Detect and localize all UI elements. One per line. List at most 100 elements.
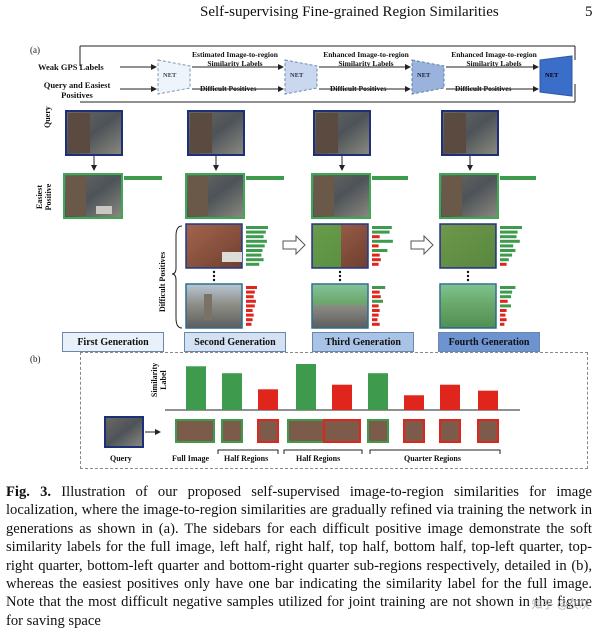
soft-label-bar [246,286,257,289]
easiest-positive-photos [63,173,499,219]
soft-label-bar [246,244,265,248]
soft-label-bar [246,230,266,234]
net-3-label: NET [417,72,431,79]
soft-label-bar [246,322,252,326]
soft-label-bar [372,318,378,322]
soft-label-bar [246,318,253,322]
generation-1: First Generation [62,332,164,352]
figure-caption: Fig. 3. Illustration of our proposed sel… [6,483,592,630]
bars-gen3-bottom [372,286,386,326]
page-number: 5 [585,4,593,20]
b-half-regions-label-1: Half Regions [224,454,269,463]
soft-label-bar [246,313,254,317]
similarity-bar-bottom-right [478,390,498,410]
soft-label-bar [500,290,513,294]
soft-label-bar [500,249,516,252]
hollow-arrow-2 [410,234,434,256]
similarity-bar-left-half [222,373,242,410]
soft-label-bar [500,262,507,266]
soft-label-bar [500,244,514,248]
region-thumbnail-left-half [221,419,243,443]
soft-label-bar [500,253,513,257]
running-header: Self-supervising Fine-grained Region Sim… [200,4,499,20]
similarity-bar-top-half [296,364,316,410]
soft-label-bar [372,235,380,239]
b-full-image-label: Full Image [172,454,210,463]
net-1-label: NET [163,72,177,79]
region-thumbnail-bottom-left [439,419,461,443]
similarity-bar-top-right [404,395,424,410]
b-quarter-regions-label: Quarter Regions [404,454,461,463]
b-query-label: Query [110,454,132,463]
soft-label-bar [372,249,388,252]
similarity-bar-right-half [258,389,278,410]
soft-label-bar [500,318,507,322]
net-2-shape [284,59,318,95]
panel-a-label: (a) [30,45,40,55]
similarity-bar-bottom-left [440,384,460,410]
bars-gen4-top [500,226,522,266]
soft-label-bar [246,258,264,262]
soft-label-bar [372,226,392,229]
caption-text: Illustration of our proposed self-superv… [6,484,592,629]
net-4-shape [539,55,573,97]
soft-label-bar [372,290,380,294]
bars-gen4-bottom [500,286,516,326]
row-label-easiest: Easiest Positive [35,183,53,211]
region-thumbnail-bottom-right [477,419,499,443]
query-easiest-label: Query and Easiest Positives [43,80,111,100]
soft-label-bar [246,253,262,257]
soft-label-bar [372,258,381,262]
watermark: 知乎 @灰灰 [531,598,591,611]
soft-label-bar [500,309,507,312]
soft-label-bar [246,299,256,303]
soft-label-bar [372,244,379,248]
b-half-regions-label-2: Half Regions [296,454,341,463]
net-4-label: NET [545,72,559,79]
soft-label-bar [372,299,383,303]
enhanced-label-1: Enhanced Image-to-region Similarity Labe… [323,50,409,68]
estimated-label: Estimated Image-to-region Similarity Lab… [192,50,278,68]
soft-label-bar [372,253,380,257]
query-photos [65,110,499,156]
soft-label-bar [246,249,263,252]
soft-label-bar [246,235,264,239]
region-thumbnail-top-right [403,419,425,443]
soft-label-bar [372,230,390,234]
soft-label-bar [372,286,386,289]
soft-label-bar [372,262,379,266]
bars-gen2-bottom [246,286,257,326]
soft-label-bar [372,304,379,308]
figure-number: Fig. 3. [6,484,52,500]
hollow-arrow-1 [282,234,306,256]
soft-label-bar [500,322,505,326]
soft-label-bar [500,258,509,262]
soft-label-bar [246,295,254,299]
soft-label-bar [372,313,379,317]
panel-b-label: (b) [30,354,41,364]
soft-label-bar [372,322,380,326]
net-3-shape [411,59,445,95]
generation-2: Second Generation [184,332,286,352]
soft-label-bar [500,286,516,289]
soft-label-bar [500,299,508,303]
row-label-query: Query [43,106,52,128]
soft-label-bar [372,309,380,312]
soft-label-bar [372,239,393,243]
soft-label-bar [500,313,506,317]
difficult-positive-photos [185,223,497,329]
soft-label-bar [246,290,255,294]
weak-gps-label: Weak GPS Labels [38,62,104,72]
panel-b-box [80,352,588,469]
region-thumbnail-top-half [287,419,325,443]
region-thumbnail-bottom-half [323,419,361,443]
similarity-bar-full [186,366,206,410]
enhanced-label-2: Enhanced Image-to-region Similarity Labe… [451,50,537,68]
row-label-difficult: Difficult Positives [158,251,167,312]
region-thumbnail-full [175,419,215,443]
similarity-bar-bottom-half [332,384,352,410]
soft-label-bar [372,295,381,299]
region-thumbnail-right-half [257,419,279,443]
net-2-label: NET [290,72,304,79]
generation-4: Fourth Generation [438,332,540,352]
